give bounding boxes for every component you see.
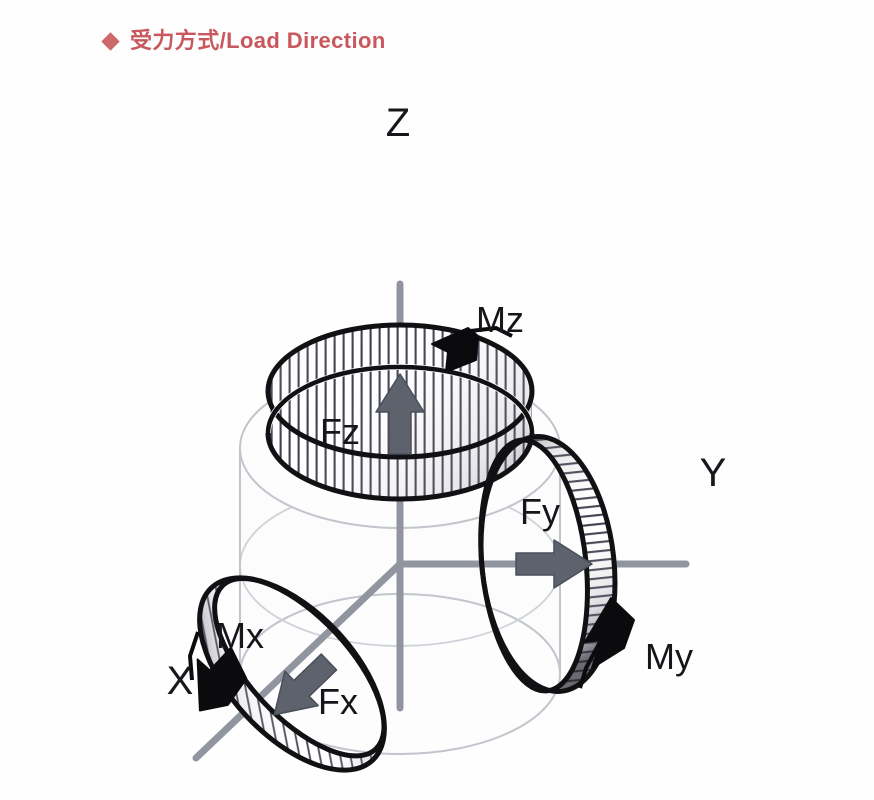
axis-line-x [192, 560, 404, 762]
axis-label-x: X [167, 659, 194, 703]
diagram-svg: Fz Mz Fy [167, 101, 727, 773]
force-fy-arrow [515, 539, 593, 589]
moment-mx-arrow [187, 631, 248, 712]
page-title: 受力方式/Load Direction [130, 28, 386, 53]
axis-label-z: Z [386, 101, 410, 145]
ring-x-outer-edge [197, 575, 387, 773]
ring-z-upper-edge [265, 322, 535, 460]
section-header-inner: 受力方式/Load Direction [101, 28, 386, 53]
section-header: 受力方式/Load Direction [0, 0, 874, 100]
load-direction-diagram: Fz Mz Fy [0, 96, 874, 800]
force-fz-label: Fz [320, 411, 360, 452]
moment-my-arrow [578, 597, 635, 689]
moment-mx-label: Mx [216, 615, 264, 656]
axis-label-y: Y [700, 451, 727, 495]
force-fz-arrow [375, 373, 425, 455]
moment-my-label: My [645, 636, 693, 677]
ring-x-inner-edge [212, 575, 387, 759]
force-fx-arrow [273, 653, 338, 716]
moment-mz-arrow [431, 325, 513, 373]
force-fy-label: Fy [520, 491, 560, 532]
force-fx-label: Fx [318, 681, 358, 722]
diamond-bullet-icon [101, 31, 120, 51]
moment-mz-label: Mz [476, 299, 524, 340]
